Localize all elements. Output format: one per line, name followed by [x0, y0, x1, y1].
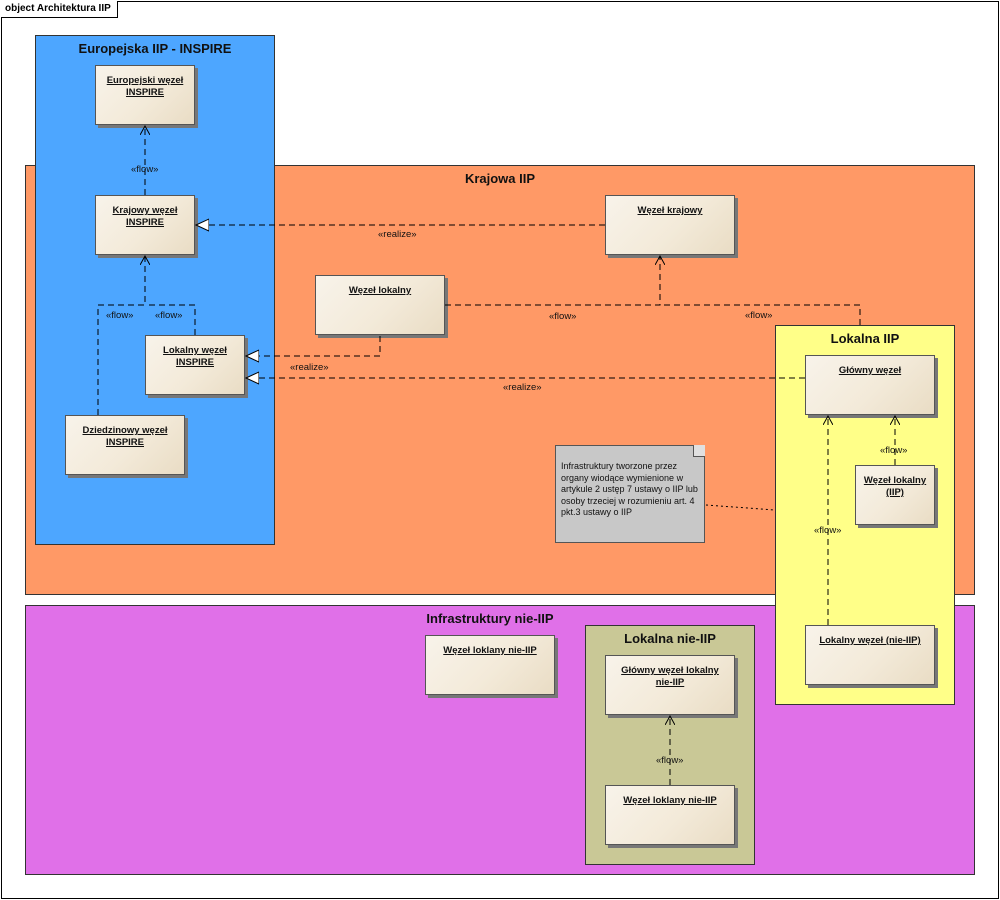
node-wezel-krajowy[interactable]: Węzeł krajowy	[605, 195, 735, 255]
diagram-title: object Architektura IIP	[1, 1, 118, 18]
node-glowny-wezel-lokalny-nie-iip[interactable]: Główny węzeł lokalny nie-IIP	[605, 655, 735, 715]
node-wezel-loklany-nie-iip-inner[interactable]: Węzeł loklany nie-IIP	[605, 785, 735, 845]
node-wezel-lokalny[interactable]: Węzeł lokalny	[315, 275, 445, 335]
node-wezel-loklany-nie-iip[interactable]: Węzeł loklany nie-IIP	[425, 635, 555, 695]
node-europejski-wezel-inspire[interactable]: Europejski węzeł INSPIRE	[95, 65, 195, 125]
label-flow-wezel-lokalny: «flow»	[549, 311, 577, 322]
label-flow-wezel-lokalny-iip: «flow»	[880, 445, 908, 456]
label-flow-dziedzinowy: «flow»	[106, 310, 134, 321]
node-wezel-lokalny-iip[interactable]: Węzeł lokalny (IIP)	[855, 465, 935, 525]
note[interactable]: Infrastruktury tworzone przez organy wio…	[555, 445, 705, 543]
note-link	[705, 504, 776, 511]
label-flow-lokalny-nie-iip: «flow»	[814, 525, 842, 536]
note-text: Infrastruktury tworzone przez organy wio…	[561, 461, 698, 517]
flow-glowny-to-krajowy	[660, 304, 861, 325]
node-glowny-wezel[interactable]: Główny węzeł	[805, 355, 935, 415]
package-title: Lokalna nie-IIP	[624, 631, 716, 646]
package-title: Europejska IIP - INSPIRE	[78, 41, 232, 56]
node-lokalny-wezel-inspire[interactable]: Lokalny węzeł INSPIRE	[145, 335, 245, 395]
node-dziedzinowy-wezel-inspire[interactable]: Dziedzinowy węzeł INSPIRE	[65, 415, 185, 475]
label-flow-lokalny-inspire: «flow»	[155, 310, 183, 321]
label-flow-glowny-krajowy: «flow»	[745, 310, 773, 321]
node-lokalny-wezel-nie-iip[interactable]: Lokalny węzeł (nie-IIP)	[805, 625, 935, 685]
flow-dziedzinowy-to-krajowy	[97, 256, 145, 415]
label-flow-krajowy-europejski: «flow»	[131, 164, 159, 175]
package-title: Krajowa IIP	[464, 171, 536, 186]
label-realize-wezel-krajowy: «realize»	[378, 229, 417, 240]
node-krajowy-wezel-inspire[interactable]: Krajowy węzeł INSPIRE	[95, 195, 195, 255]
note-fold-corner	[693, 445, 705, 457]
flow-lokalny-inspire-to-krajowy	[145, 304, 196, 335]
label-flow-loklany-nie-iip: «flow»	[656, 755, 684, 766]
label-realize-wezel-lokalny: «realize»	[290, 362, 329, 373]
package-title: Lokalna IIP	[830, 331, 900, 346]
package-title: Infrastruktury nie-IIP	[426, 611, 554, 626]
realize-wezel-lokalny	[246, 336, 381, 356]
flow-wezel-lokalny-to-krajowy	[445, 256, 660, 306]
label-realize-glowny-wezel: «realize»	[503, 382, 542, 393]
